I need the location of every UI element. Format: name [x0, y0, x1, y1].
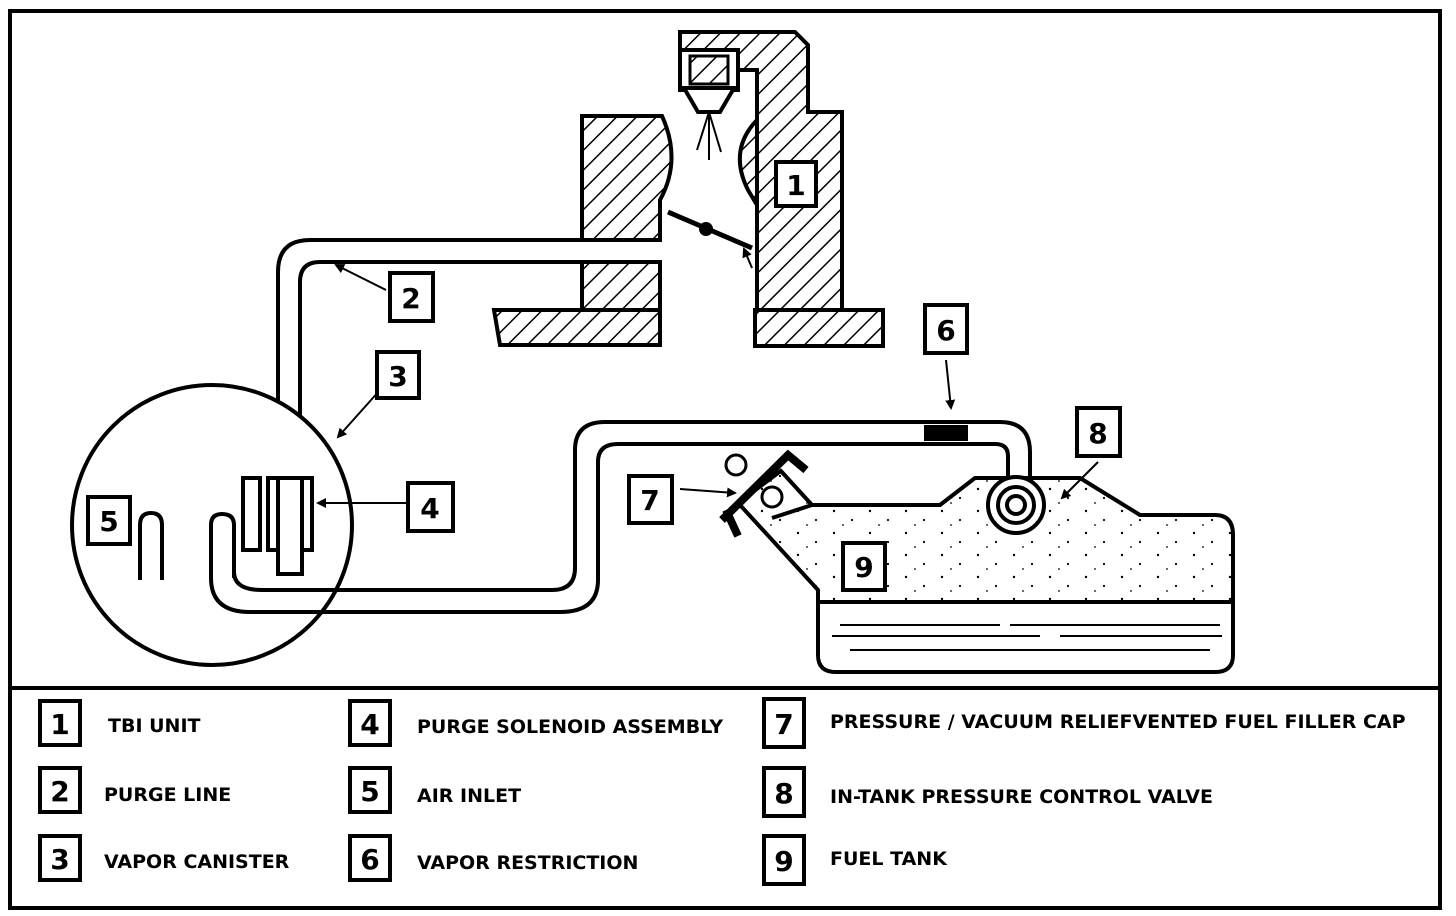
legend-item-4: 4 PURGE SOLENOID ASSEMBLY: [348, 699, 723, 747]
svg-text:2: 2: [401, 282, 420, 315]
svg-text:5: 5: [360, 775, 379, 808]
svg-text:AIR INLET: AIR INLET: [417, 785, 521, 807]
svg-text:FUEL TANK: FUEL TANK: [830, 848, 948, 870]
svg-text:2: 2: [50, 775, 69, 808]
purge-line: [276, 238, 582, 478]
svg-text:8: 8: [774, 777, 793, 810]
svg-text:1: 1: [786, 169, 805, 202]
svg-text:PURGE SOLENOID ASSEMBLY: PURGE SOLENOID ASSEMBLY: [417, 716, 723, 738]
tbi-unit: [491, 30, 885, 348]
svg-text:6: 6: [360, 843, 379, 876]
filler-cap: [719, 449, 809, 538]
svg-text:9: 9: [854, 551, 873, 584]
callout-7: 7: [627, 474, 674, 525]
svg-text:8: 8: [1088, 417, 1107, 450]
svg-text:PURGE LINE: PURGE LINE: [104, 784, 231, 806]
callout-6: 6: [923, 303, 969, 355]
callout-1: 1: [774, 160, 818, 208]
svg-text:IN-TANK PRESSURE CONTROL VALV: IN-TANK PRESSURE CONTROL VALVE: [830, 786, 1213, 808]
outer-frame: [8, 9, 1442, 910]
callout-4: 4: [406, 481, 455, 533]
svg-text:VAPOR RESTRICTION: VAPOR RESTRICTION: [417, 852, 638, 874]
vapor-restriction: [924, 425, 968, 441]
svg-text:7: 7: [774, 708, 793, 741]
legend-item-6: 6 VAPOR RESTRICTION: [348, 834, 638, 882]
leader-lines: [316, 247, 1099, 508]
callout-2: 2: [388, 271, 435, 323]
svg-text:3: 3: [388, 360, 407, 393]
fuel-tank: [738, 468, 1235, 674]
legend-item-3: 3 VAPOR CANISTER: [38, 834, 290, 882]
svg-text:6: 6: [936, 314, 955, 347]
legend-item-9: 9 FUEL TANK: [762, 834, 948, 886]
callout-5: 5: [86, 495, 132, 546]
svg-text:1: 1: [50, 708, 69, 741]
callout-3: 3: [375, 350, 421, 400]
svg-text:9: 9: [774, 845, 793, 878]
vapor-canister: [70, 383, 354, 667]
callout-8: 8: [1075, 406, 1122, 458]
legend-item-5: 5 AIR INLET: [348, 766, 521, 814]
svg-text:3: 3: [50, 843, 69, 876]
vapor-line: [209, 420, 1032, 614]
svg-text:5: 5: [99, 505, 118, 538]
pressure-control-valve: [986, 475, 1046, 535]
svg-text:PRESSURE / VACUUM RELIEFVENTED: PRESSURE / VACUUM RELIEFVENTED FUEL FILL…: [830, 711, 1406, 733]
svg-text:4: 4: [420, 492, 439, 525]
legend-item-1: 1 TBI UNIT: [38, 699, 201, 747]
svg-text:TBI UNIT: TBI UNIT: [108, 715, 201, 737]
svg-text:VAPOR CANISTER: VAPOR CANISTER: [104, 851, 290, 873]
legend-item-8: 8 IN-TANK PRESSURE CONTROL VALVE: [762, 766, 1213, 818]
svg-text:7: 7: [640, 484, 659, 517]
callout-9: 9: [841, 541, 887, 592]
svg-text:4: 4: [360, 708, 379, 741]
legend: 1 TBI UNIT 2 PURGE LINE 3 VAPOR CANISTER…: [38, 697, 1406, 886]
legend-item-7: 7 PRESSURE / VACUUM RELIEFVENTED FUEL FI…: [762, 697, 1406, 749]
legend-item-2: 2 PURGE LINE: [38, 766, 231, 814]
